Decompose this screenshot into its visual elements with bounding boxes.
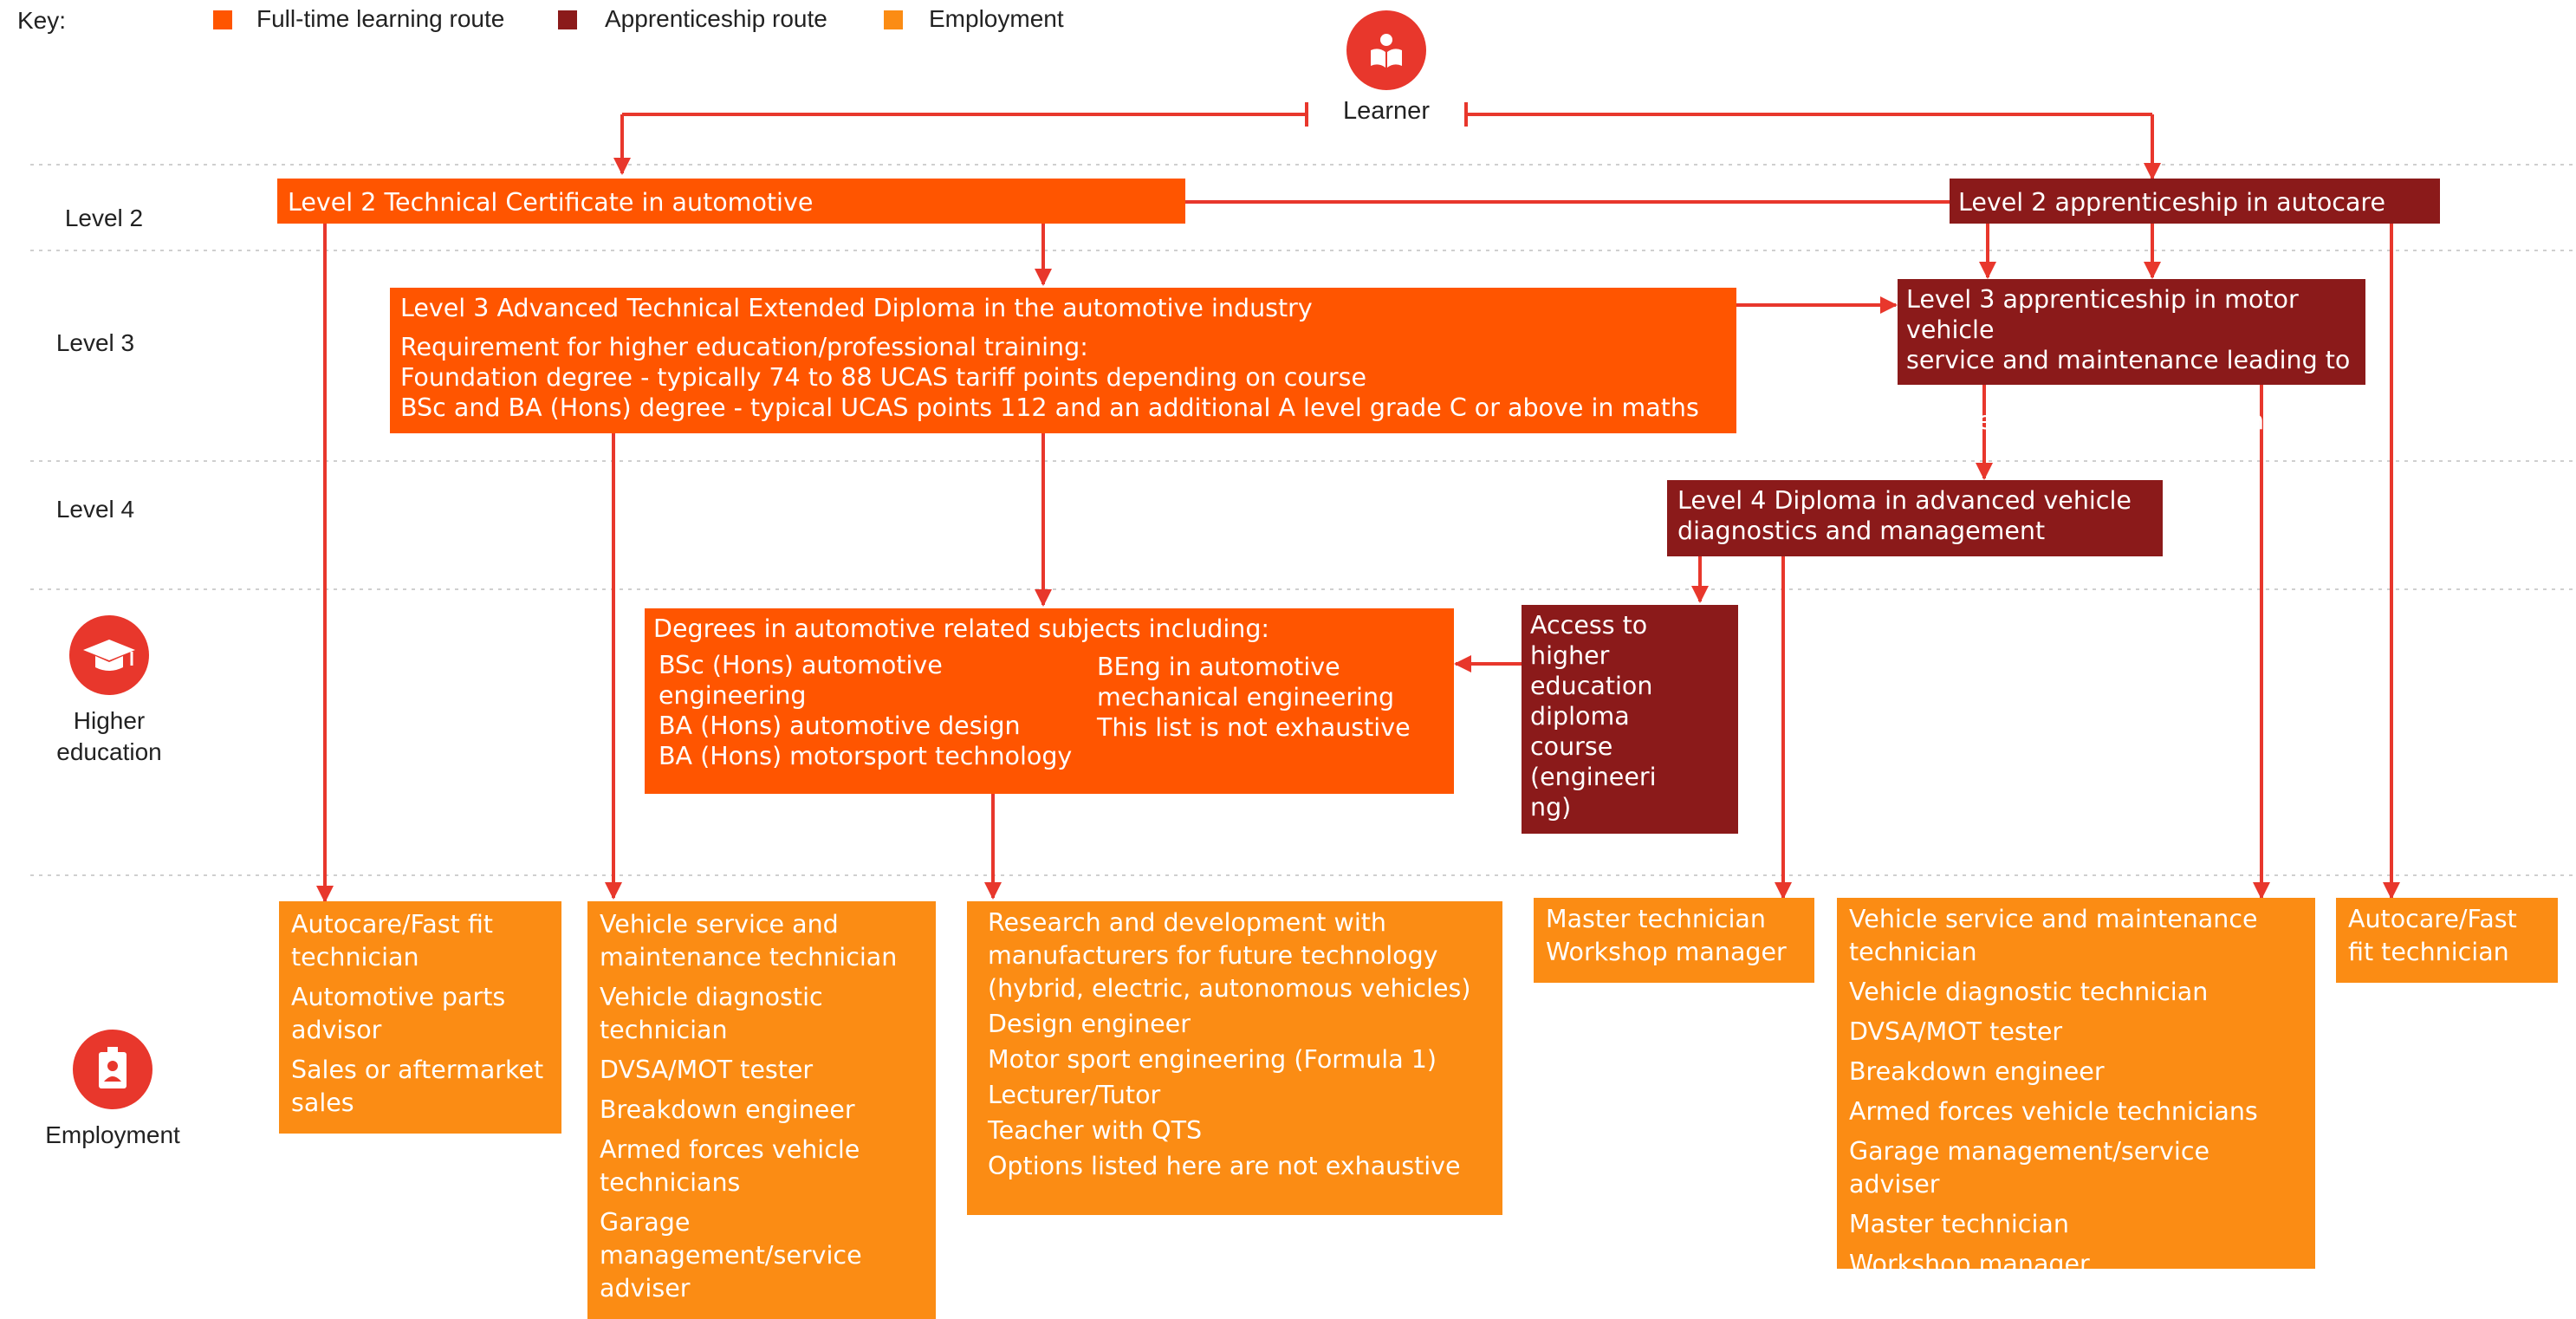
key-swatch-apprenticeship	[558, 10, 577, 29]
degree-item: BEng in automotive	[1097, 653, 1340, 681]
level3-apprenticeship-line: Level 3 apprenticeship in motor vehicle	[1906, 285, 2299, 344]
level4-diploma-line: Level 4 Diploma in advanced vehicle	[1677, 486, 2132, 515]
id-badge-icon	[73, 1030, 152, 1109]
employment-item: DVSA/MOT tester	[1849, 1017, 2063, 1046]
employment-item: Workshop manager	[1546, 938, 1787, 966]
degrees-title: Degrees in automotive related subjects i…	[653, 614, 1270, 643]
employment-item: Teacher with QTS	[988, 1116, 1203, 1145]
employment-item: Breakdown engineer	[600, 1095, 855, 1124]
level3-diploma-degree: BSc and BA (Hons) degree - typical UCAS …	[400, 393, 1699, 422]
learner-book-icon	[1346, 10, 1426, 90]
employment-item: DVSA/MOT tester	[600, 1056, 814, 1084]
employment-item: Breakdown engineer	[1849, 1057, 2105, 1086]
degree-item: BA (Hons) automotive design	[659, 711, 1021, 740]
level3-diploma-title: Level 3 Advanced Technical Extended Dipl…	[400, 294, 1313, 322]
employment-box-col4: Master technician Workshop manager	[1534, 898, 1814, 983]
employment-item: Autocare/Fast fit technician	[291, 910, 493, 971]
employment-item: Master technician	[1546, 905, 1766, 933]
higher-education-line: education	[56, 738, 162, 765]
level3-diploma-box: Level 3 Advanced Technical Extended Dipl…	[390, 288, 1736, 433]
employment-item: Garage management/service adviser	[1849, 1137, 2210, 1199]
access-line: diploma	[1530, 702, 1630, 731]
level4-diploma-line: diagnostics and management	[1677, 517, 2046, 545]
level-3-label: Level 3	[55, 329, 135, 356]
degree-item: BA (Hons) motorsport technology	[659, 742, 1073, 770]
employment-item: Autocare/Fast fit technician	[2348, 905, 2517, 966]
level-2-label: Level 2	[64, 205, 144, 231]
level2-technical-certificate-box: Level 2 Technical Certificate in automot…	[277, 179, 1185, 224]
employment-item: Lecturer/Tutor	[988, 1081, 1161, 1109]
degree-item: engineering	[659, 681, 807, 710]
employment-box-col1: Autocare/Fast fit technician Automotive …	[279, 901, 561, 1134]
level-4-label: Level 4	[55, 496, 135, 523]
degree-item: This list is not exhaustive	[1097, 713, 1411, 742]
level3-apprenticeship-line: number of occupational pathways	[1906, 406, 2327, 435]
employment-item: Armed forces vehicle technicians	[600, 1135, 860, 1197]
key-item-fulltime: Full-time learning route	[256, 5, 505, 32]
level4-diploma-box: Level 4 Diploma in advanced vehicle diag…	[1667, 480, 2163, 556]
employment-item: Vehicle service and maintenance technici…	[600, 910, 898, 971]
employment-item: Sales or aftermarket sales	[291, 1056, 544, 1117]
employment-level-label: Employment	[45, 1121, 180, 1148]
access-line: higher	[1530, 641, 1610, 670]
employment-box-col3: Research and development with manufactur…	[967, 901, 1502, 1215]
higher-education-label: Higher education	[17, 705, 201, 768]
level2-apprenticeship-text: Level 2 apprenticeship in autocare	[1958, 188, 2386, 217]
access-line: Access to	[1530, 611, 1648, 640]
learner-label: Learner	[1343, 97, 1430, 125]
level2-apprenticeship-box: Level 2 apprenticeship in autocare	[1950, 179, 2440, 224]
degree-item: BSc (Hons) automotive	[659, 651, 943, 679]
access-line: (engineeri	[1530, 763, 1657, 791]
key-item-apprenticeship: Apprenticeship route	[605, 5, 827, 32]
key-item-employment: Employment	[929, 5, 1064, 32]
level3-apprenticeship-line: service and maintenance leading to a	[1906, 346, 2351, 405]
employment-item: Garage management/service adviser	[600, 1208, 862, 1303]
level2-technical-certificate-text: Level 2 Technical Certificate in automot…	[288, 188, 814, 217]
level3-diploma-requirement: Requirement for higher education/profess…	[400, 333, 1088, 361]
employment-item: Vehicle service and maintenance technici…	[1849, 905, 2258, 966]
access-line: education	[1530, 672, 1653, 700]
employment-item: Armed forces vehicle technicians	[1849, 1097, 2258, 1126]
employment-item: Workshop manager	[1849, 1250, 2090, 1278]
employment-item: Research and development with manufactur…	[988, 908, 1471, 1003]
level3-diploma-foundation: Foundation degree - typically 74 to 88 U…	[400, 363, 1367, 392]
key-swatch-fulltime	[213, 10, 232, 29]
employment-item: Master technician	[1849, 1210, 2069, 1238]
employment-box-col2: Vehicle service and maintenance technici…	[587, 901, 936, 1319]
degrees-right-list: BEng in automotive mechanical engineerin…	[1097, 652, 1444, 743]
employment-item: Motor sport engineering (Formula 1)	[988, 1045, 1437, 1074]
graduation-cap-icon	[69, 615, 149, 695]
employment-item: Options listed here are not exhaustive	[988, 1152, 1461, 1180]
higher-education-line: Higher	[73, 707, 146, 734]
degrees-left-list: BSc (Hons) automotive engineering BA (Ho…	[659, 650, 1083, 771]
employment-item: Vehicle diagnostic technician	[600, 983, 823, 1044]
employment-box-col6: Autocare/Fast fit technician	[2336, 898, 2558, 983]
employment-item: Automotive parts advisor	[291, 983, 506, 1044]
key-label: Key:	[17, 7, 67, 34]
access-to-higher-education-box: Access to higher education diploma cours…	[1522, 605, 1738, 834]
employment-item: Design engineer	[988, 1010, 1191, 1038]
degrees-box: Degrees in automotive related subjects i…	[645, 608, 1454, 794]
level3-apprenticeship-box: Level 3 apprenticeship in motor vehicle …	[1898, 279, 2365, 435]
employment-box-col5: Vehicle service and maintenance technici…	[1837, 898, 2315, 1278]
employment-item: Vehicle diagnostic technician	[1849, 978, 2209, 1006]
access-line: course	[1530, 732, 1613, 761]
key-swatch-employment	[884, 10, 903, 29]
access-line: ng)	[1530, 793, 1572, 822]
degree-item: mechanical engineering	[1097, 683, 1395, 711]
